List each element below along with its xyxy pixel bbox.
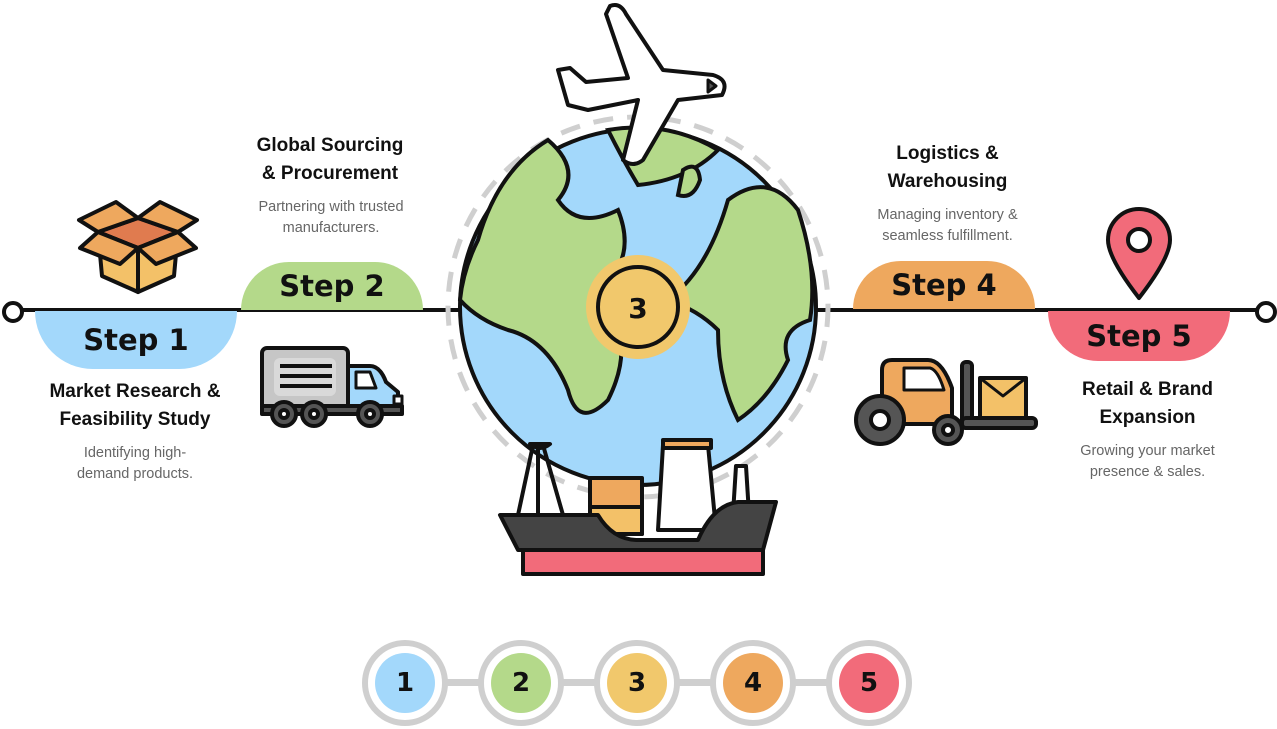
step-4-desc-line-2: seamless fulfillment. (882, 228, 1013, 244)
progress-dot-1-label: 1 (375, 653, 435, 713)
dot-connector (442, 679, 482, 686)
dot-connector (558, 679, 598, 686)
step-1-desc-line-2: demand products. (76, 466, 194, 482)
step-1-label: Step 1 (83, 323, 189, 357)
step-1-pill: Step 1 (35, 311, 237, 369)
step-5-title-line-1: Retail & Brand (1082, 379, 1213, 400)
center-badge-label: 3 (628, 292, 647, 325)
globe-illustration: 3 (445, 3, 831, 576)
step-4-desc-line-1: Managing inventory & (877, 207, 1018, 223)
step-2-pill: Step 2 (241, 262, 423, 310)
step-4-description: Managing inventory & seamless fulfillmen… (840, 205, 1055, 247)
progress-dot-1[interactable]: 1 (362, 640, 448, 726)
forklift-icon (854, 358, 1038, 446)
dot-connector (674, 679, 714, 686)
progress-dot-4-label: 4 (723, 653, 783, 713)
step-2-desc-line-1: Partnering with trusted (258, 199, 404, 215)
step-1-title-line-1: Market Research & (49, 381, 221, 402)
dot-connector (790, 679, 830, 686)
step-2-label: Step 2 (279, 269, 385, 303)
progress-dot-5[interactable]: 5 (826, 640, 912, 726)
step-4-title-line-2: Warehousing (887, 171, 1008, 192)
progress-dot-3-label: 3 (607, 653, 667, 713)
timeline-start-node (2, 301, 24, 323)
step-5-desc-line-1: Growing your market (1080, 443, 1215, 459)
progress-dots: 1 2 3 4 5 (362, 640, 914, 726)
progress-dot-4[interactable]: 4 (710, 640, 796, 726)
step-1-title-line-2: Feasibility Study (59, 409, 211, 430)
step-2-title-line-2: & Procurement (261, 163, 399, 184)
step-1-desc-line-1: Identifying high- (83, 445, 187, 461)
progress-dot-5-label: 5 (839, 653, 899, 713)
step-5-pill: Step 5 (1048, 311, 1230, 361)
progress-dot-3[interactable]: 3 (594, 640, 680, 726)
step-4-label: Step 4 (891, 268, 997, 302)
timeline-end-node (1255, 301, 1277, 323)
step-5-title: Retail & Brand Expansion (1040, 376, 1255, 432)
step-5-label: Step 5 (1086, 319, 1192, 353)
center-badge (586, 255, 690, 359)
cargo-ship-icon (498, 438, 778, 576)
step-1-title: Market Research & Feasibility Study (25, 378, 245, 434)
step-1-description: Identifying high- demand products. (35, 443, 235, 485)
delivery-truck-icon (260, 346, 404, 428)
open-box-icon (77, 200, 199, 294)
airplane-icon (556, 3, 727, 166)
step-2-desc-line-2: manufacturers. (282, 220, 380, 236)
step-5-title-line-2: Expansion (1099, 407, 1196, 428)
location-pin-icon (1106, 207, 1172, 300)
step-5-description: Growing your market presence & sales. (1040, 441, 1255, 483)
step-4-title-line-1: Logistics & (896, 143, 999, 164)
step-4-title: Logistics & Warehousing (840, 140, 1055, 196)
step-5-desc-line-2: presence & sales. (1089, 464, 1206, 480)
step-2-title-line-1: Global Sourcing (256, 135, 404, 156)
progress-dot-2-label: 2 (491, 653, 551, 713)
step-2-title: Global Sourcing & Procurement (225, 132, 435, 188)
step-2-description: Partnering with trusted manufacturers. (225, 197, 437, 239)
step-4-pill: Step 4 (853, 261, 1035, 309)
progress-dot-2[interactable]: 2 (478, 640, 564, 726)
